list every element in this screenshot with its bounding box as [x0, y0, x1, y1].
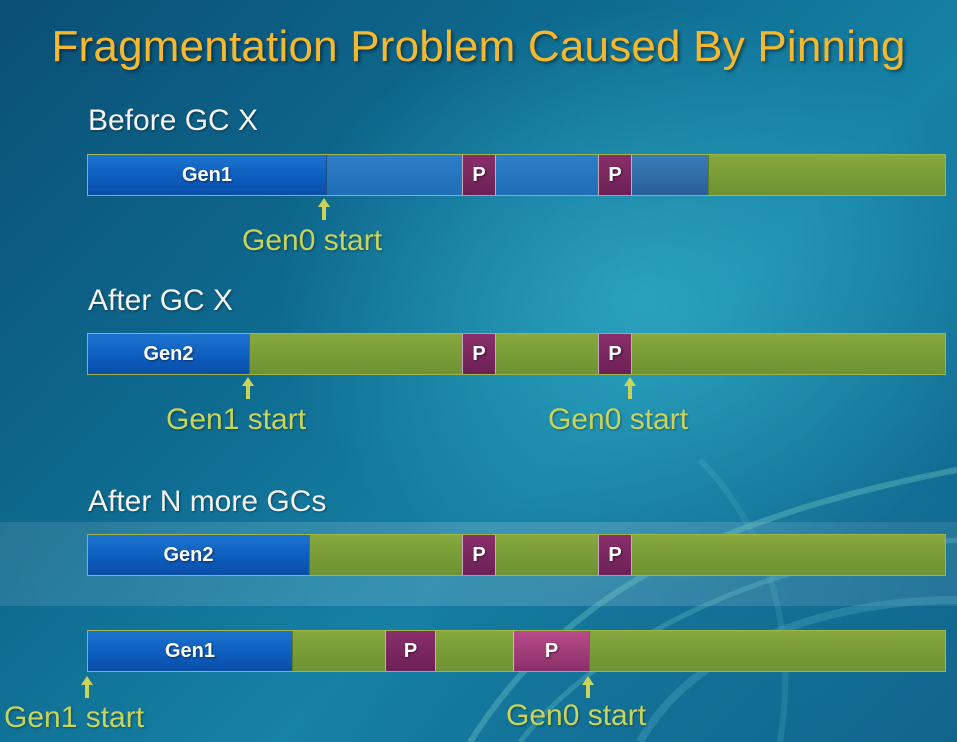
pinned-object: P [462, 155, 496, 195]
heading-after-gc: After GC X [88, 284, 234, 317]
free-space-segment [708, 155, 945, 195]
slide-title: Fragmentation Problem Caused By Pinning [51, 22, 906, 71]
heap-bar-after-gc: Gen2 P P [87, 333, 946, 375]
gen0-start-label: Gen0 start [548, 403, 689, 436]
heading-after-n-gcs: After N more GCs [88, 485, 327, 518]
heap-bar-after-n-gcs-gen2: Gen2 P P [87, 534, 946, 576]
gen2-segment: Gen2 [88, 334, 249, 374]
gen0-segment [496, 155, 598, 195]
pinned-object: P [598, 535, 632, 575]
gen1-start-label: Gen1 start [4, 701, 145, 734]
gen2-segment: Gen2 [88, 535, 309, 575]
pinned-object: P [385, 631, 436, 671]
gen1-segment: Gen1 [88, 631, 292, 671]
arrow-up-icon [318, 198, 330, 220]
gen1-start-label: Gen1 start [166, 403, 307, 436]
free-space-segment [436, 631, 513, 671]
arrow-up-icon [624, 377, 636, 399]
gen0-start-label: Gen0 start [242, 224, 383, 257]
free-space-segment [292, 631, 385, 671]
gen0-segment [326, 155, 462, 195]
free-space-segment [249, 334, 462, 374]
pinned-object: P [462, 535, 496, 575]
pinned-object: P [513, 631, 589, 671]
free-space-segment [496, 334, 598, 374]
gen0-segment [632, 155, 708, 195]
arrow-up-icon [242, 377, 254, 399]
arrow-up-icon [582, 676, 594, 698]
pinned-object: P [462, 334, 496, 374]
gen2-label: Gen2 [163, 543, 214, 566]
arrow-up-icon [81, 676, 93, 698]
gen0-start-label: Gen0 start [506, 699, 647, 732]
free-space-segment [632, 334, 945, 374]
heap-bar-after-n-gcs-gen1: Gen1 P P [87, 630, 946, 672]
gen1-segment: Gen1 [88, 155, 326, 195]
free-space-segment [589, 631, 945, 671]
free-space-segment [496, 535, 598, 575]
free-space-segment [309, 535, 462, 575]
pinned-object: P [598, 334, 632, 374]
free-space-segment [632, 535, 945, 575]
heading-before-gc: Before GC X [88, 104, 259, 137]
pinned-object: P [598, 155, 632, 195]
heap-bar-before-gc: Gen1 P P [87, 154, 946, 196]
